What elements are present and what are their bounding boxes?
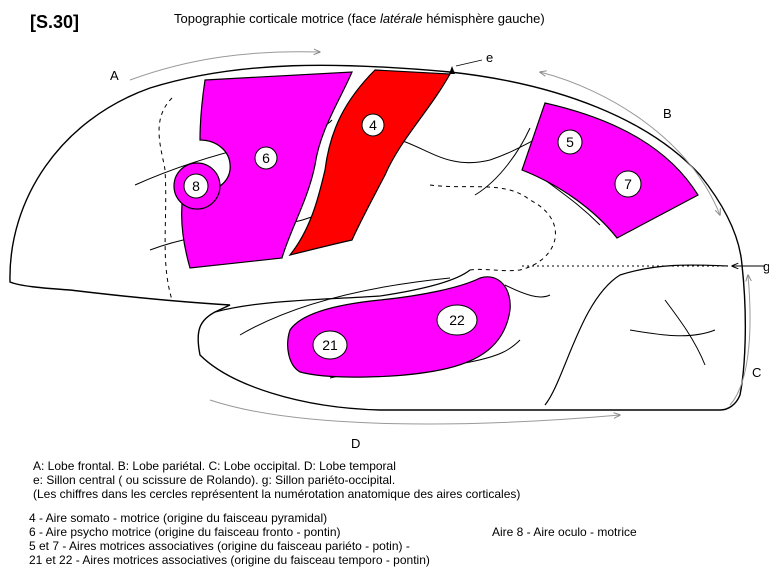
- marker-e-pointer: [449, 66, 455, 74]
- caption-line-1: A: Lobe frontal. B: Lobe pariétal. C: Lo…: [33, 459, 396, 473]
- lobe-letter-a: A: [110, 68, 119, 83]
- caption-line-2: e: Sillon central ( ou scissure de Rolan…: [33, 473, 395, 487]
- area-8-number: 8: [192, 178, 200, 194]
- lobe-letter-c: C: [752, 365, 761, 380]
- lobe-letter-d: D: [351, 436, 360, 451]
- area-7-number: 7: [624, 176, 632, 192]
- area-5-number: 5: [566, 134, 574, 150]
- caption-line-3: (Les chiffres dans les cercles représent…: [33, 487, 520, 501]
- legend-line-1: 4 - Aire somato - motrice (origine du fa…: [29, 511, 327, 525]
- area-4-number: 4: [369, 117, 377, 133]
- legend-line-2-extra: Aire 8 - Aire oculo - motrice: [492, 525, 637, 539]
- area-6-number: 6: [262, 150, 270, 166]
- lobe-letter-b: B: [663, 106, 672, 121]
- marker-letter-e: e: [486, 50, 493, 65]
- marker-e-line: [456, 60, 482, 66]
- legend-line-2: 6 - Aire psycho motrice (origine du fais…: [29, 525, 340, 539]
- legend-line-4: 21 et 22 - Aires motrices associatives (…: [29, 553, 430, 567]
- brain-lateral-view-diagram: 4 6 8 5 7 21 22 A B C D e g: [0, 0, 769, 460]
- marker-letter-g: g: [763, 259, 769, 274]
- area-21-number: 21: [322, 337, 338, 353]
- legend-line-3: 5 et 7 - Aires motrices associatives (or…: [29, 539, 410, 553]
- area-22-number: 22: [449, 312, 465, 328]
